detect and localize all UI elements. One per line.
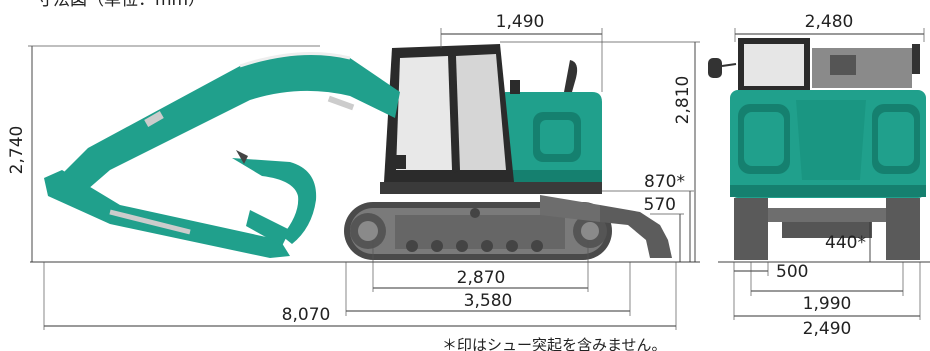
front-cab — [708, 38, 920, 90]
dim-overall-width: 2,490 — [803, 319, 852, 339]
excavator-side-view — [44, 44, 672, 260]
boom — [58, 46, 400, 196]
dim-transport-height: 2,740 — [7, 126, 27, 175]
dim-cab-length: 1,490 — [496, 12, 545, 32]
bucket — [232, 150, 317, 246]
operator-cab — [384, 44, 514, 182]
dim-tumbler-distance: 2,870 — [457, 268, 506, 288]
front-body — [730, 90, 926, 198]
dim-blade-height: 570 — [644, 195, 676, 215]
front-undercarriage — [734, 198, 920, 260]
excavator-front-view — [708, 38, 926, 260]
mirror-icon — [708, 58, 722, 78]
dim-overall-length: 8,070 — [282, 305, 331, 325]
drawing-title: 寸法図（単位：mm） — [36, 0, 205, 10]
crawler-track — [344, 202, 612, 260]
dim-cab-width: 2,480 — [805, 12, 854, 32]
dim-ground-clearance: 440* — [825, 233, 866, 253]
upper-structure — [380, 60, 602, 194]
dim-crawler-length: 3,580 — [464, 291, 513, 311]
footnote: ＊印はシュー突起を含みません。 — [442, 336, 667, 351]
dozer-blade — [540, 195, 672, 258]
side-dimensions: 1,490 2,810 2,740 870* 570 2,870 3,580 8… — [7, 12, 700, 330]
front-dimensions: 2,480 440* 500 1,990 2,490 — [733, 12, 925, 339]
dim-counterweight-clearance: 870* — [644, 172, 685, 192]
arm — [44, 170, 290, 258]
dim-shoe-width: 500 — [776, 262, 808, 282]
dim-overall-height: 2,810 — [673, 76, 693, 125]
dim-track-gauge: 1,990 — [803, 294, 852, 314]
